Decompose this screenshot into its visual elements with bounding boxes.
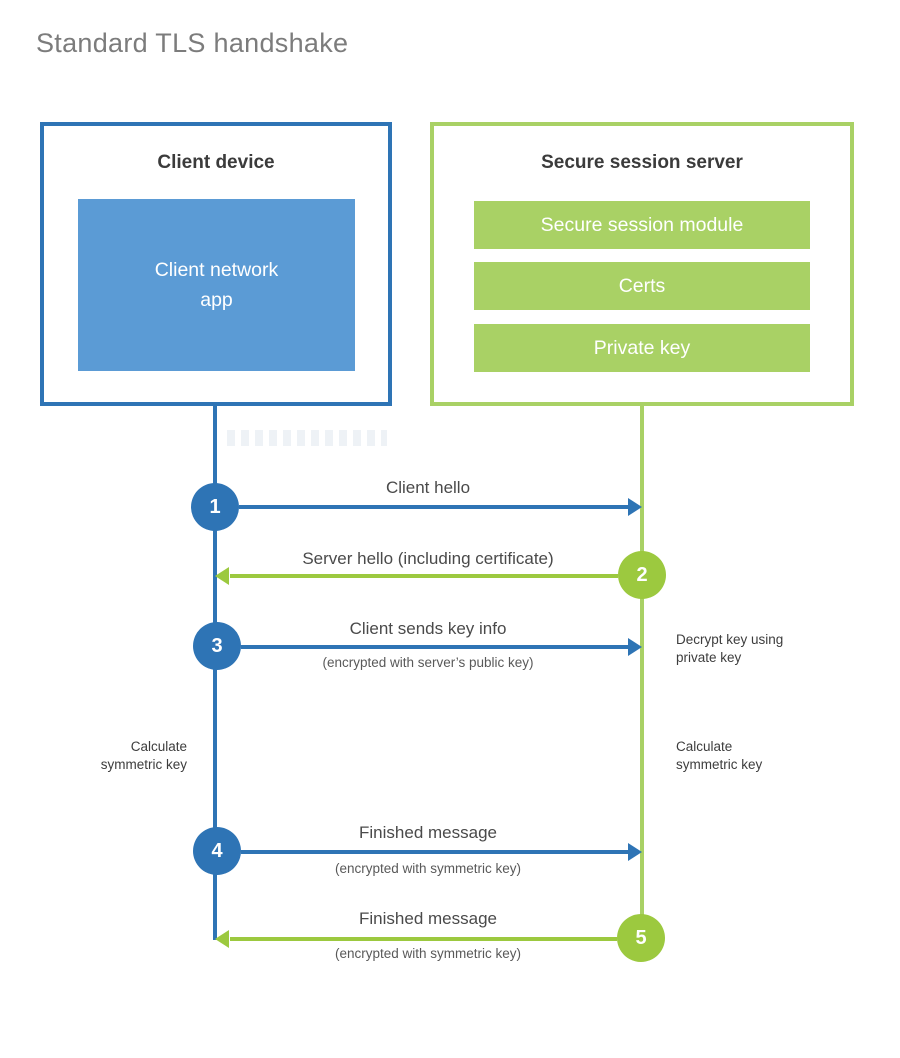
server-module-secure-session: Secure session module <box>474 201 810 249</box>
arrow-client-key-info <box>241 645 628 649</box>
arrow-client-hello <box>239 505 628 509</box>
server-module-private-key: Private key <box>474 324 810 372</box>
server-title: Secure session server <box>541 152 743 173</box>
note-server-calculate-key: Calculate symmetric key <box>676 739 763 773</box>
message-finished-server: Finished message <box>359 909 497 928</box>
message-finished-client-sub: (encrypted with symmetric key) <box>334 861 522 876</box>
arrow-server-hello <box>230 574 618 578</box>
server-module-certs: Certs <box>474 262 810 310</box>
note-decrypt-key: Decrypt key using private key <box>676 632 784 666</box>
message-client-hello: Client hello <box>385 478 471 497</box>
note-client-calculate-key: Calculate symmetric key <box>100 739 187 773</box>
arrowhead-left-icon <box>215 567 229 585</box>
server-lifeline <box>640 406 644 952</box>
step-badge-2: 2 <box>618 551 666 599</box>
message-client-key-info-sub: (encrypted with server’s public key) <box>322 655 534 670</box>
message-server-hello: Server hello (including certificate) <box>302 549 554 568</box>
step-badge-4: 4 <box>193 827 241 875</box>
arrow-finished-server <box>230 937 617 941</box>
secure-session-server-box: Secure session server Secure session mod… <box>430 122 854 406</box>
faint-tick-marks <box>227 430 387 446</box>
page-title: Standard TLS handshake <box>36 28 349 58</box>
arrowhead-right-icon <box>628 843 642 861</box>
arrowhead-right-icon <box>628 498 642 516</box>
arrowhead-right-icon <box>628 638 642 656</box>
client-lifeline <box>213 406 217 940</box>
client-device-title: Client device <box>157 152 275 173</box>
message-finished-server-sub: (encrypted with symmetric key) <box>334 946 522 961</box>
arrow-finished-client <box>241 850 628 854</box>
step-badge-1: 1 <box>191 483 239 531</box>
client-device-box: Client device Client network app <box>40 122 392 406</box>
client-network-app-block: Client network app <box>78 199 355 371</box>
step-badge-5: 5 <box>617 914 665 962</box>
step-badge-3: 3 <box>193 622 241 670</box>
message-finished-client: Finished message <box>359 823 497 842</box>
arrowhead-left-icon <box>215 930 229 948</box>
message-client-key-info: Client sends key info <box>349 619 507 638</box>
